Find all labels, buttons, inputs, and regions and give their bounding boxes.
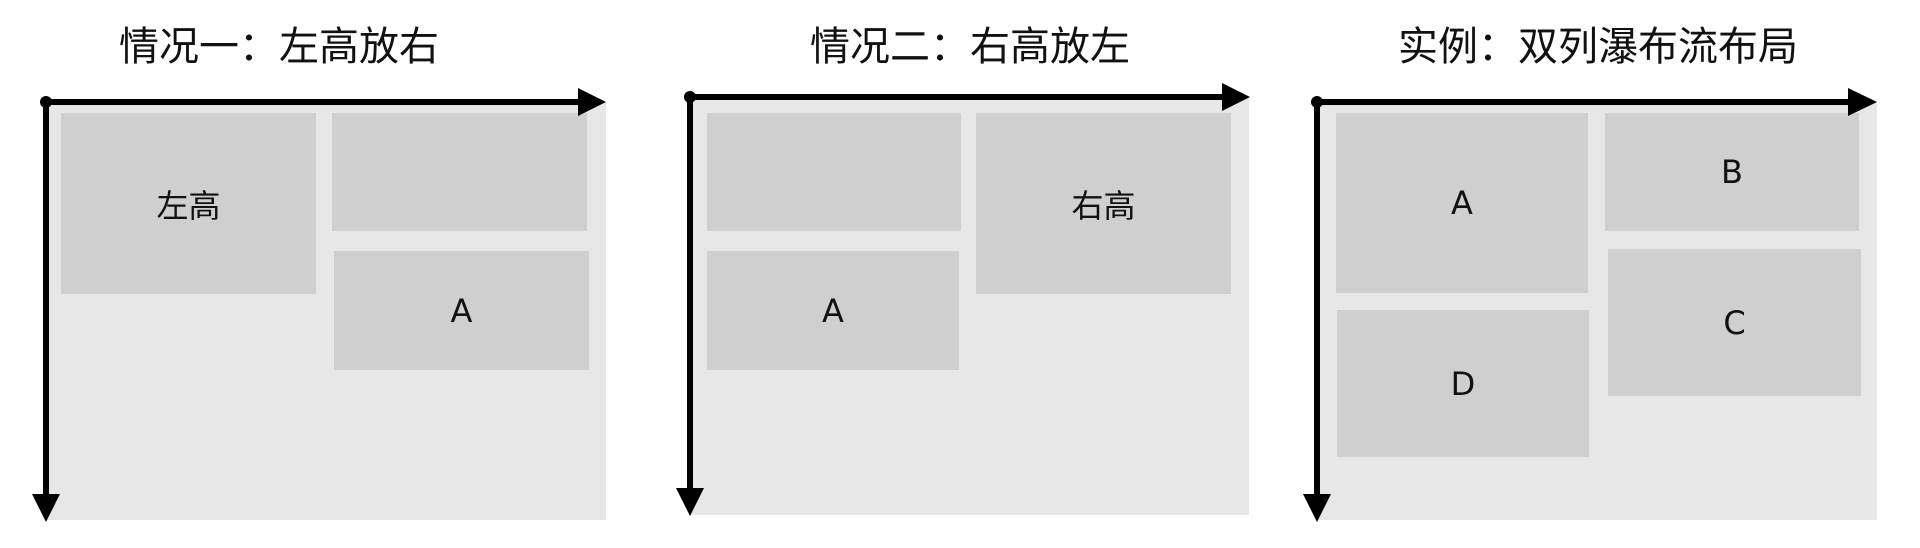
right-tall-box: 右高 (976, 113, 1231, 294)
box-b: B (1605, 113, 1859, 231)
x-arrowhead-icon (1848, 88, 1877, 116)
axes-panel-2 (676, 83, 1250, 516)
box-a: A (334, 251, 589, 370)
panel-title: 情况一：左高放右 (119, 24, 439, 70)
axes-panel-3 (1303, 88, 1877, 522)
panel-title: 实例：双列瀑布流布局 (1398, 24, 1798, 70)
panel-title: 情况二：右高放左 (810, 24, 1130, 70)
box-a: A (1336, 113, 1588, 293)
y-arrowhead-icon (676, 488, 704, 516)
box-a: A (707, 251, 959, 370)
x-arrowhead-icon (578, 88, 606, 116)
y-arrowhead-icon (32, 494, 60, 522)
right-box (332, 113, 587, 231)
axes-panel-1 (32, 88, 606, 522)
box-c: C (1608, 249, 1861, 396)
box-d: D (1337, 310, 1589, 457)
x-arrowhead-icon (1222, 83, 1250, 111)
left-tall-box: 左高 (61, 113, 316, 294)
y-arrowhead-icon (1303, 494, 1331, 522)
left-box (707, 113, 961, 231)
